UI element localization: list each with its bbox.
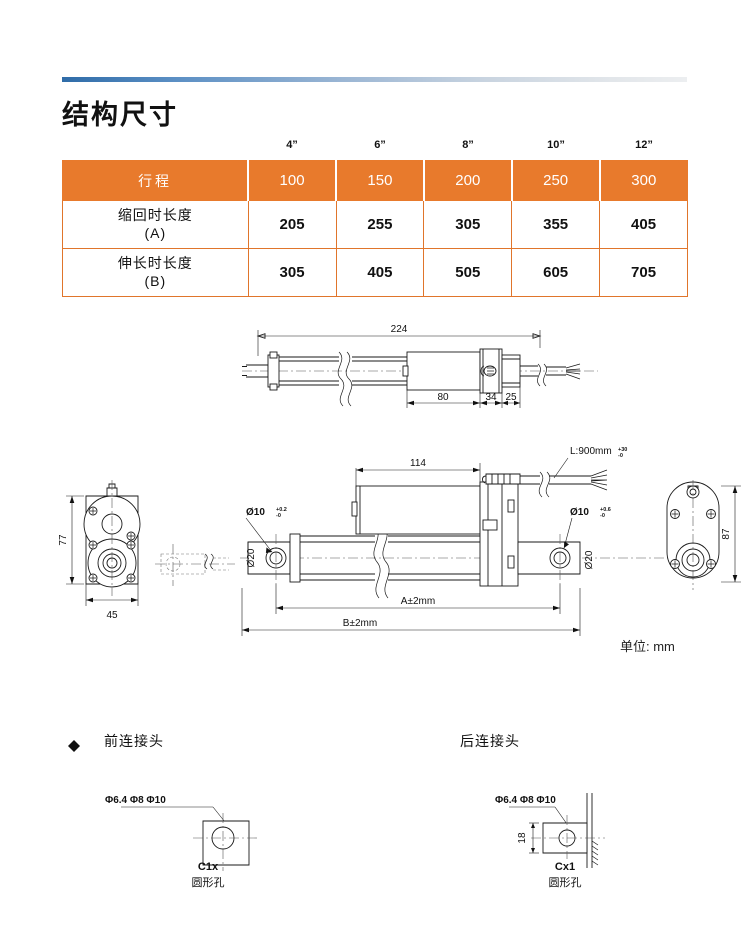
drawing-main-assembly: 114 L:900mm +30 -0 Ø10 +0.2 -0 Ø20 [240,446,670,636]
label-cable-tol-lower: -0 [618,453,623,459]
inch-label-0: 4” [286,139,298,151]
dim-width-45: 45 [106,610,118,621]
cell-retracted-4: 405 [599,200,688,249]
row-label-extended-text: 伸长时长度 [117,255,193,271]
label-boss-left-dia: Ø20 [246,548,257,567]
rear-connector-heading: 后连接头 [460,733,520,749]
label-cable-length: L:900mm [570,446,612,457]
dim-end-25: 25 [505,392,517,403]
dim-B: B±2mm [343,618,377,629]
inch-label-4: 12” [635,139,653,151]
drawing-left-end-view: 77 45 [58,480,141,621]
cell-extended-1: 405 [335,248,425,297]
inch-label-row: 4” 6” 8” 10” 12” [248,139,688,155]
cell-stroke-2: 200 [423,160,513,201]
dim-rear-thickness-18: 18 [517,832,528,844]
page-title: 结构尺寸 [62,100,178,130]
header-gradient-bar [62,77,687,82]
table-row: 缩回时长度 (A) 205 255 305 355 405 [62,200,688,249]
drawing-clevis-side-view [155,544,235,586]
row-label-retracted-sub: (A) [144,224,167,241]
row-label-retracted-text: 缩回时长度 [117,207,193,223]
bullet-diamond-icon [68,734,80,752]
inch-label-1: 6” [374,139,386,151]
cell-stroke-3: 250 [511,160,601,201]
label-hole-right-tol-upper: +0.6 [600,507,611,513]
dim-height-77: 77 [58,534,69,546]
cell-retracted-3: 355 [511,200,601,249]
front-connector-heading: 前连接头 [104,733,164,749]
dim-motor-80: 80 [437,392,449,403]
inch-label-3: 10” [547,139,565,151]
row-label-extended: 伸长时长度 (B) [62,248,249,297]
label-hole-left-tol-upper: +0.2 [276,507,287,513]
dim-motor-114: 114 [410,458,426,469]
row-label-retracted: 缩回时长度 (A) [62,200,249,249]
drawing-top-view: 224 [242,324,598,408]
label-hole-right-tol-lower: -0 [600,513,605,519]
label-hole-right-dia: Ø10 [570,507,589,518]
drawing-rear-connector: Φ6.4 Φ8 Φ10 18 [495,793,605,868]
label-hole-left-dia: Ø10 [246,507,265,518]
cell-extended-3: 605 [511,248,601,297]
row-label-stroke: 行程 [62,160,250,201]
cell-retracted-0: 205 [247,200,337,249]
inch-label-2: 8” [462,139,474,151]
rear-connector-code: Cx1 [554,861,576,873]
drawing-front-connector: Φ6.4 Φ8 Φ10 [105,795,260,871]
front-connector-caption: C1x 圆形孔 [168,860,248,892]
table-row: 行程 100 150 200 250 300 [62,160,688,201]
rear-connector-caption: Cx1 圆形孔 [525,860,605,892]
label-rear-holes: Φ6.4 Φ8 Φ10 [495,795,556,806]
row-label-extended-sub: (B) [144,272,167,289]
cell-retracted-2: 305 [423,200,513,249]
cell-extended-4: 705 [599,248,688,297]
dim-height-87: 87 [721,528,732,540]
front-connector-code: C1x [197,861,219,873]
dimensions-table: 行程 100 150 200 250 300 缩回时长度 (A) 205 255… [62,160,688,297]
front-connector-desc: 圆形孔 [191,876,225,889]
unit-note: 单位: mm [620,639,675,654]
dim-gear-34: 34 [485,392,497,403]
cell-extended-2: 505 [423,248,513,297]
label-hole-left-tol-lower: -0 [276,513,281,519]
dim-A: A±2mm [401,596,435,607]
label-cable-tol-upper: +30 [618,447,627,453]
cell-stroke-0: 100 [247,160,337,201]
label-front-holes: Φ6.4 Φ8 Φ10 [105,795,166,806]
cell-stroke-4: 300 [599,160,688,201]
rear-connector-desc: 圆形孔 [548,876,582,889]
dim-overall-224: 224 [391,324,408,335]
table-row: 伸长时长度 (B) 305 405 505 605 705 [62,248,688,297]
label-boss-right-dia: Ø20 [584,550,595,569]
cell-retracted-1: 255 [335,200,425,249]
drawing-right-end-view: 87 [666,480,741,590]
cell-stroke-1: 150 [335,160,425,201]
cell-extended-0: 305 [247,248,337,297]
